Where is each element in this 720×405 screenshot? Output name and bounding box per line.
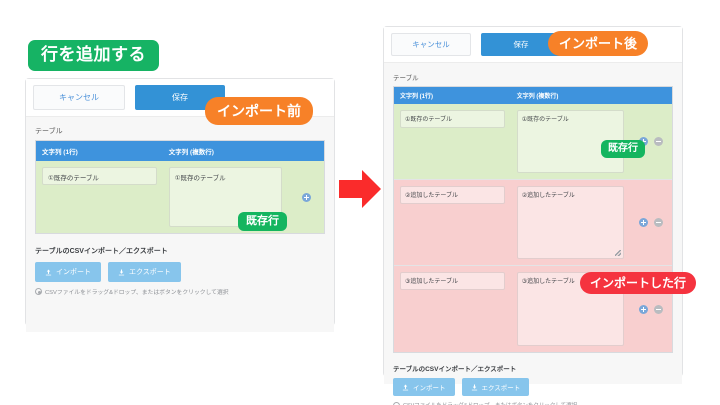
import-button[interactable]: インポート bbox=[393, 378, 455, 396]
multi-line-value: ③追加したテーブル bbox=[521, 279, 575, 285]
import-button[interactable]: インポート bbox=[35, 262, 101, 282]
card-body-left: テーブル 文字列 (1行) 文字列 (複数行) ①既存のテーブル ①既 bbox=[26, 117, 334, 332]
info-circle-icon bbox=[393, 401, 400, 405]
csv-hint-text: CSVファイルをドラッグ&ドロップ、またはボタンをクリックして選択 bbox=[45, 290, 229, 296]
right-arrow-icon bbox=[339, 170, 381, 208]
remove-row-icon[interactable] bbox=[654, 218, 663, 227]
annotation-imported-rows: インポートした行 bbox=[580, 272, 697, 294]
table-header-row: 文字列 (1行) 文字列 (複数行) bbox=[394, 87, 672, 104]
annotation-after-import: インポート後 bbox=[548, 31, 649, 56]
single-line-input[interactable]: ②追加したテーブル bbox=[400, 186, 505, 204]
add-row-icon[interactable] bbox=[639, 304, 648, 314]
save-button[interactable]: 保存 bbox=[135, 85, 225, 110]
section-label-table: テーブル bbox=[35, 128, 63, 135]
column-header-actions bbox=[630, 87, 672, 104]
import-button-label: インポート bbox=[413, 385, 446, 392]
csv-buttons: インポート エクスポート bbox=[35, 262, 325, 282]
table-header-row: 文字列 (1行) 文字列 (複数行) bbox=[36, 141, 324, 161]
upload-icon bbox=[45, 268, 52, 275]
headline-pill: 行を追加する bbox=[28, 40, 159, 71]
csv-hint-text: CSVファイルをドラッグ&ドロップ、またはボタンをクリックして選択 bbox=[403, 401, 577, 405]
cancel-button[interactable]: キャンセル bbox=[33, 85, 125, 110]
info-circle-icon bbox=[35, 288, 42, 295]
upload-icon bbox=[402, 383, 409, 390]
import-button-label: インポート bbox=[56, 269, 91, 276]
cell-row-actions bbox=[630, 266, 672, 352]
csv-dropzone-hint: CSVファイルをドラッグ&ドロップ、またはボタンをクリックして選択 bbox=[35, 287, 325, 296]
table-row: ①既存のテーブル ①既存のテーブル bbox=[36, 161, 324, 233]
add-row-icon[interactable] bbox=[301, 192, 311, 202]
export-button-label: エクスポート bbox=[129, 269, 171, 276]
download-icon bbox=[118, 268, 125, 275]
csv-buttons: インポート エクスポート bbox=[393, 378, 673, 396]
csv-dropzone-hint: CSVファイルをドラッグ&ドロップ、またはボタンをクリックして選択 bbox=[393, 401, 673, 405]
multi-line-value: ②追加したテーブル bbox=[521, 193, 575, 199]
cell-single-line: ②追加したテーブル bbox=[394, 180, 511, 265]
card-after-import: キャンセル 保存 テーブル 文字列 (1行) 文字列 (複数行) ①既存のテーブ… bbox=[383, 26, 683, 405]
multi-line-value: ①既存のテーブル bbox=[174, 175, 226, 182]
remove-row-icon[interactable] bbox=[654, 304, 663, 314]
column-header-multi-line: 文字列 (複数行) bbox=[516, 94, 559, 100]
annotation-existing-row-right: 既存行 bbox=[601, 140, 645, 158]
export-button[interactable]: エクスポート bbox=[461, 378, 530, 396]
csv-section-title: テーブルのCSVインポート／エクスポート bbox=[35, 248, 168, 255]
add-row-icon[interactable] bbox=[639, 218, 648, 227]
cell-row-actions bbox=[630, 180, 672, 265]
column-header-single-line: 文字列 (1行) bbox=[400, 94, 434, 100]
annotation-existing-row-left: 既存行 bbox=[238, 212, 287, 231]
cell-multi-line: ②追加したテーブル bbox=[511, 180, 630, 265]
section-label-table: テーブル bbox=[393, 75, 419, 82]
column-header-multi-line: 文字列 (複数行) bbox=[168, 149, 214, 156]
single-line-input[interactable]: ③追加したテーブル bbox=[400, 272, 505, 290]
export-button-label: エクスポート bbox=[481, 385, 521, 392]
download-icon bbox=[471, 383, 477, 390]
annotation-before-import: インポート前 bbox=[205, 97, 313, 125]
card-body-right: テーブル 文字列 (1行) 文字列 (複数行) ①既存のテーブル ①既 bbox=[384, 63, 682, 405]
resize-grip-icon[interactable] bbox=[615, 250, 621, 256]
table-row: ②追加したテーブル ②追加したテーブル bbox=[394, 180, 672, 266]
cell-single-line: ③追加したテーブル bbox=[394, 266, 511, 352]
export-button[interactable]: エクスポート bbox=[108, 262, 181, 282]
multi-line-value: ①既存のテーブル bbox=[521, 117, 569, 123]
data-table-right: 文字列 (1行) 文字列 (複数行) ①既存のテーブル ①既存のテーブル bbox=[393, 86, 673, 353]
csv-section-title: テーブルのCSVインポート／エクスポート bbox=[393, 366, 517, 373]
single-line-input[interactable]: ①既存のテーブル bbox=[42, 167, 157, 185]
remove-row-icon[interactable] bbox=[654, 137, 663, 146]
save-button[interactable]: 保存 bbox=[481, 33, 561, 56]
cell-single-line: ①既存のテーブル bbox=[36, 161, 163, 233]
cell-single-line: ①既存のテーブル bbox=[394, 104, 511, 179]
cancel-button[interactable]: キャンセル bbox=[391, 33, 471, 56]
action-bar-left: キャンセル 保存 bbox=[26, 79, 334, 117]
column-header-single-line: 文字列 (1行) bbox=[42, 149, 78, 156]
cell-row-actions bbox=[288, 161, 324, 233]
multi-line-textarea[interactable]: ②追加したテーブル bbox=[516, 186, 624, 259]
column-header-actions bbox=[288, 141, 324, 161]
single-line-input[interactable]: ①既存のテーブル bbox=[400, 110, 505, 128]
